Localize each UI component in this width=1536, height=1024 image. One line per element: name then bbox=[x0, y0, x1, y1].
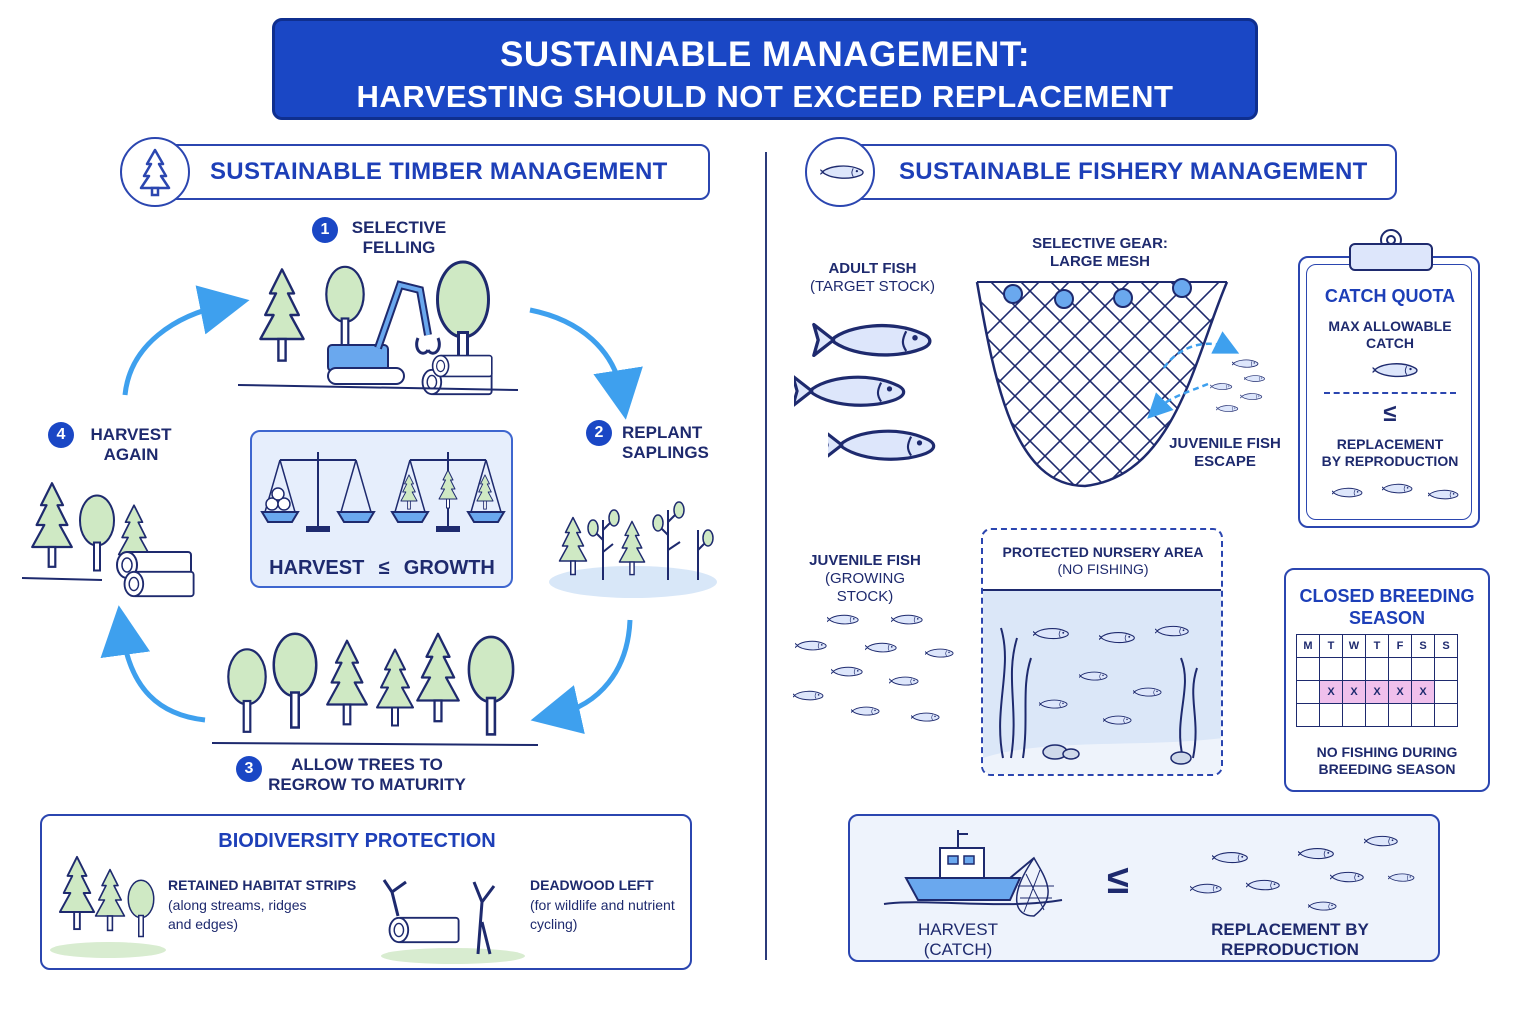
title-line-1: SUSTAINABLE MANAGEMENT: bbox=[499, 35, 1030, 74]
calendar-closed-day: X bbox=[1411, 680, 1435, 704]
selective-gear-label: SELECTIVE GEAR:LARGE MESH bbox=[1032, 235, 1168, 270]
title-banner: SUSTAINABLE MANAGEMENT: HARVESTING SHOUL… bbox=[272, 18, 1258, 120]
timber-header: SUSTAINABLE TIMBER MANAGEMENT bbox=[150, 144, 710, 200]
step-3-number: 3 bbox=[236, 756, 262, 782]
calendar-day-wed: W bbox=[1342, 634, 1366, 658]
calendar-day-sun: S bbox=[1434, 634, 1458, 658]
large-mesh-net-illustration bbox=[975, 278, 1229, 488]
balance-harvest-label: HARVEST bbox=[269, 557, 365, 579]
quota-replacement-fish bbox=[1332, 483, 1459, 500]
deadwood-illustration bbox=[381, 879, 525, 964]
catch-quota-title: CATCH QUOTA bbox=[1324, 286, 1456, 306]
reproduction-fish-illustration bbox=[1190, 835, 1415, 911]
fishing-boat-illustration bbox=[883, 830, 1063, 917]
saplings-illustration bbox=[548, 480, 718, 600]
adult-fish-label: ADULT FISH (TARGET STOCK) bbox=[809, 260, 935, 295]
section-divider bbox=[765, 152, 767, 960]
nursery-label: PROTECTED NURSERY AREA (NO FISHING) bbox=[1002, 544, 1204, 577]
fishery-header-text: SUSTAINABLE FISHERY MANAGEMENT bbox=[899, 158, 1368, 185]
quota-fish-icon bbox=[1372, 362, 1418, 378]
clipboard-clip bbox=[1349, 229, 1433, 271]
step-1-number: 1 bbox=[312, 217, 338, 243]
calendar-closed-day: X bbox=[1388, 680, 1412, 704]
quota-divider bbox=[1324, 392, 1456, 394]
adult-fish-illustration bbox=[794, 312, 936, 462]
habitat-strip-illustration bbox=[50, 855, 166, 958]
protected-nursery-area: PROTECTED NURSERY AREA (NO FISHING) bbox=[981, 528, 1223, 776]
calendar-closed-day: X bbox=[1342, 680, 1366, 704]
fish-icon bbox=[805, 137, 875, 207]
calendar-day-tue: T bbox=[1319, 634, 1343, 658]
bottom-harvest-label: HARVEST(CATCH) bbox=[918, 920, 998, 960]
harvest-growth-balance-box: HARVEST ≤ GROWTH bbox=[250, 430, 513, 588]
selective-felling-illustration bbox=[228, 250, 528, 400]
step-2-number: 2 bbox=[586, 420, 612, 446]
timber-header-text: SUSTAINABLE TIMBER MANAGEMENT bbox=[210, 158, 668, 185]
tree-icon bbox=[120, 137, 190, 207]
bottom-leq-symbol: ≤ bbox=[1107, 858, 1129, 902]
biodiversity-box: BIODIVERSITY PROTECTION RETAINED HABITAT… bbox=[40, 814, 692, 970]
fishery-header: SUSTAINABLE FISHERY MANAGEMENT bbox=[835, 144, 1397, 200]
balance-leq-symbol: ≤ bbox=[378, 557, 390, 579]
cycle-arrows bbox=[100, 285, 643, 734]
quota-leq-symbol: ≤ bbox=[1383, 400, 1397, 427]
calendar-day-sat: S bbox=[1411, 634, 1435, 658]
deadwood-text: DEADWOOD LEFT (for wildlife and nutrient… bbox=[530, 877, 675, 933]
title-line-2: HARVESTING SHOULD NOT EXCEED REPLACEMENT bbox=[356, 79, 1174, 114]
scales-icon bbox=[260, 452, 506, 532]
breeding-calendar: M T W T F S S X X X X X bbox=[1296, 634, 1458, 727]
regrowth-illustration bbox=[210, 610, 540, 750]
juvenile-fish-label: JUVENILE FISH (GROWING STOCK) bbox=[809, 552, 921, 605]
calendar-closed-day: X bbox=[1319, 680, 1343, 704]
habitat-strips-text: RETAINED HABITAT STRIPS (along streams, … bbox=[168, 877, 357, 933]
nursery-illustration bbox=[983, 589, 1221, 774]
balance-growth-label: GROWTH bbox=[403, 557, 495, 579]
harvest-again-illustration bbox=[21, 470, 212, 600]
biodiversity-title: BIODIVERSITY PROTECTION bbox=[218, 830, 496, 852]
calendar-day-thu: T bbox=[1365, 634, 1389, 658]
juvenile-fish-illustration bbox=[793, 614, 954, 722]
calendar-closed-day: X bbox=[1365, 680, 1389, 704]
calendar-day-mon: M bbox=[1296, 634, 1320, 658]
juvenile-escape-fish bbox=[1147, 331, 1265, 419]
step-4-number: 4 bbox=[48, 422, 74, 448]
calendar-day-fri: F bbox=[1388, 634, 1412, 658]
